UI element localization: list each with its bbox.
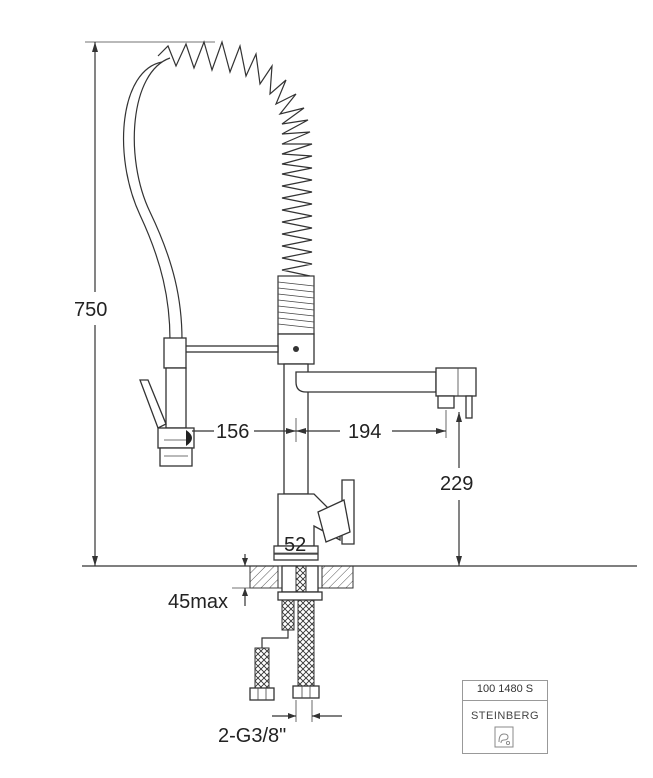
counter-thickness-dimension [232,554,280,606]
height-dimension-line [85,41,215,566]
faucet-spout [295,367,477,419]
spray-head [139,337,195,467]
pull-down-hose [123,57,183,341]
base-diameter-dimension [273,546,319,560]
spout-height-label: 229 [440,473,473,495]
counter-thickness-label: 45max [168,591,228,613]
hose-connection-label: 2-G3/8" [218,725,286,747]
product-code: 100 1480 S [476,683,534,695]
brand-label-divider [463,700,547,701]
brand-name: STEINBERG [470,710,540,722]
left-reach-label: 156 [216,421,249,443]
spout-height-dimension [456,412,462,566]
brand-label-box: 100 1480 S STEINBERG [462,680,548,754]
faucet-base [273,479,355,561]
reach-dimension-lines [192,410,447,442]
height-dimension-label: 750 [74,299,107,321]
faucet-column [183,333,315,495]
spout-reach-label: 194 [348,421,381,443]
base-diameter-label: 52 [284,534,306,556]
supply-hoses [249,565,323,701]
countertop [82,565,637,589]
hose-connection-dimension [272,700,342,722]
spring-coil [157,39,315,335]
steinberg-logo-icon [494,726,514,748]
